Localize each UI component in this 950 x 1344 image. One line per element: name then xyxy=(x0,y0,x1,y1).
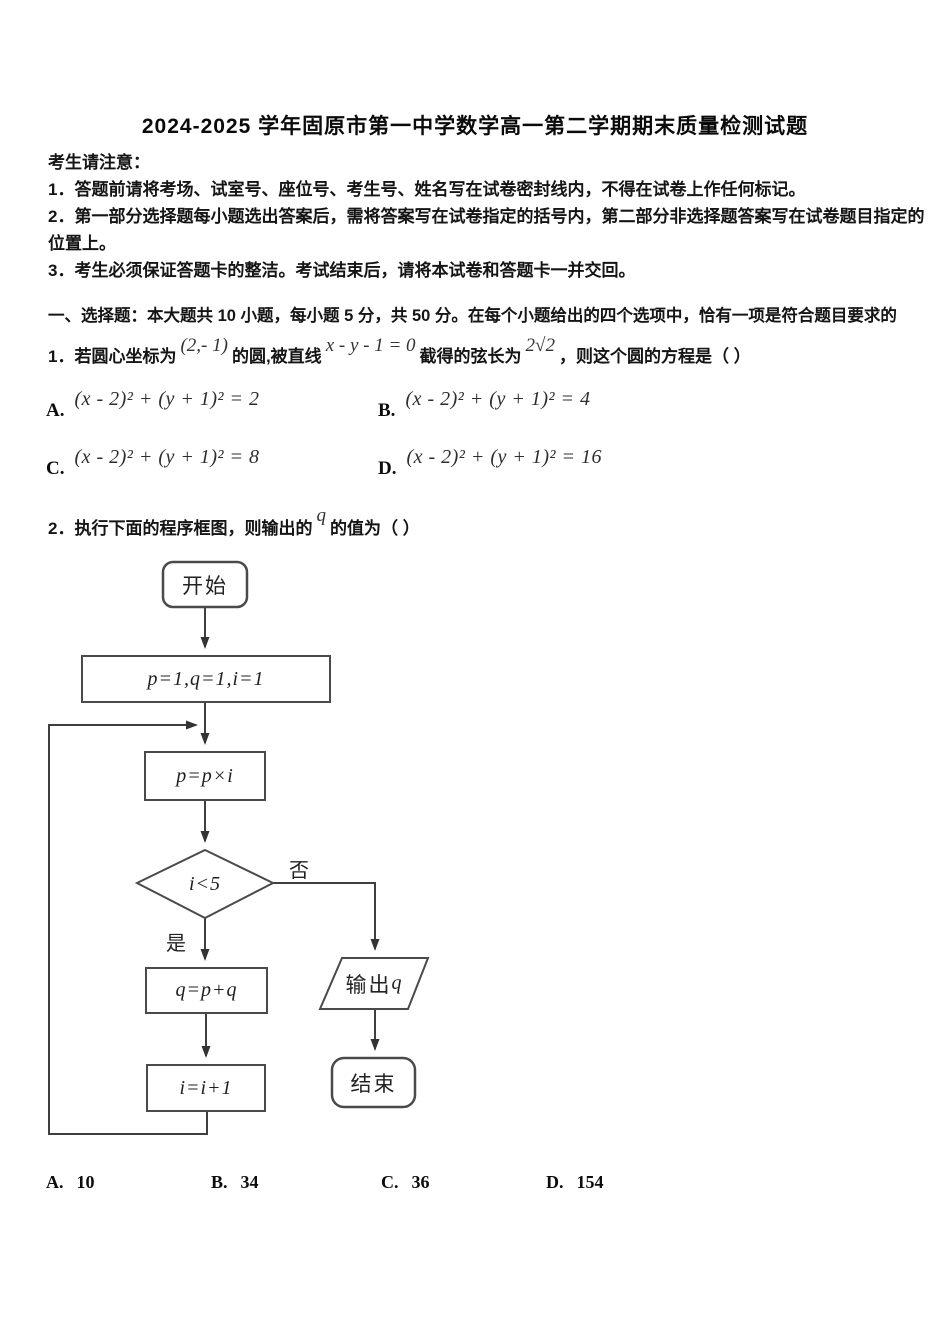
output-node-text: 输出 xyxy=(345,973,392,997)
section-1-heading: 一、选择题：本大题共 10 小题，每小题 5 分，共 50 分。在每个小题给出的… xyxy=(48,307,897,325)
question-1: 1．若圆心坐标为(2,- 1)的圆,被直线x - y - 1 = 0截得的弦长为… xyxy=(48,335,940,368)
examinee-notice: 考生请注意： 1．答题前请将考场、试室号、座位号、考生号、姓名写在试卷密封线内，… xyxy=(48,149,938,284)
q2-text-pre: 2．执行下面的程序框图，则输出的 xyxy=(48,519,313,538)
q2-option-a-label: A. xyxy=(46,1172,64,1192)
decision-node-label: i<5 xyxy=(188,872,222,895)
q2-option-b-value: 34 xyxy=(240,1172,259,1192)
q1-option-a-label: A. xyxy=(46,400,65,421)
flowchart-shapes xyxy=(48,560,430,1135)
arrow-no-branch xyxy=(273,882,380,951)
q1-option-b-label: B. xyxy=(378,400,396,421)
q1-option-a: A. (x - 2)² + (y + 1)² = 2 xyxy=(46,388,260,422)
q2-output-var: q xyxy=(316,505,326,526)
q2-text-post: 的值为（ ） xyxy=(329,519,420,538)
accum-node-shape xyxy=(145,967,268,1014)
yes-branch-label: 是 xyxy=(166,932,186,955)
init-node-label: p=1,q=1,i=1 xyxy=(147,667,265,690)
start-node-shape xyxy=(161,560,249,609)
notice-item-2: 2．第一部分选择题每小题选出答案后，需将答案写在试卷指定的括号内，第二部分非选择… xyxy=(48,207,925,253)
output-node-var: q xyxy=(391,972,403,994)
q1-option-c: C. (x - 2)² + (y + 1)² = 8 xyxy=(46,446,260,480)
q2-option-a-value: 10 xyxy=(76,1172,95,1192)
q2-option-a: A. 10 xyxy=(46,1172,95,1193)
output-parallelogram-shape xyxy=(318,957,430,1010)
q2-option-d-value: 154 xyxy=(576,1172,604,1192)
q1-option-b: B. (x - 2)² + (y + 1)² = 4 xyxy=(378,388,590,422)
q2-answers-row: A. 10 B. 34 C. 36 D. 154 xyxy=(0,1172,950,1196)
q1-text-2: 的圆,被直线 xyxy=(231,347,322,366)
q1-text-pre: 1．若圆心坐标为 xyxy=(48,347,177,366)
q2-option-c: C. 36 xyxy=(381,1172,430,1193)
q1-math-line: x - y - 1 = 0 xyxy=(325,335,416,356)
q1-text-3: 截得的弦长为 xyxy=(419,347,522,366)
notice-item-3: 3．考生必须保证答题卡的整洁。考试结束后，请将本试卷和答题卡一并交回。 xyxy=(48,261,636,280)
accum-node-label: q=p+q xyxy=(175,979,238,1001)
q2-option-c-label: C. xyxy=(381,1172,399,1192)
q1-option-c-formula: (x - 2)² + (y + 1)² = 8 xyxy=(74,446,260,468)
start-node-label: 开始 xyxy=(182,574,228,598)
increment-node-label: i=i+1 xyxy=(179,1076,233,1099)
init-node-shape xyxy=(81,655,331,703)
q2-option-d-label: D. xyxy=(546,1172,564,1192)
end-node-label: 结束 xyxy=(350,1072,397,1096)
page-title: 2024-2025 学年固原市第一中学数学高一第二学期期末质量检测试题 xyxy=(141,115,809,138)
q1-option-d-formula: (x - 2)² + (y + 1)² = 16 xyxy=(406,446,603,468)
q2-option-d: D. 154 xyxy=(546,1172,604,1193)
q1-option-c-label: C. xyxy=(46,458,65,479)
q1-math-center: (2,- 1) xyxy=(180,335,228,356)
process-node-label: p=p×i xyxy=(176,764,234,787)
question-2: 2．执行下面的程序框图，则输出的q的值为（ ） xyxy=(48,505,940,540)
increment-node-shape xyxy=(146,1064,266,1112)
q2-option-c-value: 36 xyxy=(411,1172,430,1192)
q1-option-d-label: D. xyxy=(378,458,397,479)
notice-item-1: 1．答题前请将考场、试室号、座位号、考生号、姓名写在试卷密封线内，不得在试卷上作… xyxy=(48,180,806,199)
q1-text-4: ，则这个圆的方程是（ ） xyxy=(558,347,751,366)
q2-option-b-label: B. xyxy=(211,1172,228,1192)
no-branch-label: 否 xyxy=(289,859,309,882)
q2-option-b: B. 34 xyxy=(211,1172,259,1193)
q1-option-b-formula: (x - 2)² + (y + 1)² = 4 xyxy=(405,388,591,410)
loop-back-line xyxy=(48,720,208,1135)
end-node-shape xyxy=(330,1056,417,1109)
q1-option-d: D. (x - 2)² + (y + 1)² = 16 xyxy=(378,446,602,480)
q1-option-a-formula: (x - 2)² + (y + 1)² = 2 xyxy=(74,388,260,410)
program-flowchart: 开始 p=1,q=1,i=1 p=p×i i<5 是 否 q=p+q i=i+1… xyxy=(0,555,470,1155)
q1-math-chord: 2√2 xyxy=(525,335,555,356)
decision-diamond-shape xyxy=(134,848,276,920)
process-node-shape xyxy=(144,751,266,801)
notice-heading: 考生请注意： xyxy=(48,153,150,172)
